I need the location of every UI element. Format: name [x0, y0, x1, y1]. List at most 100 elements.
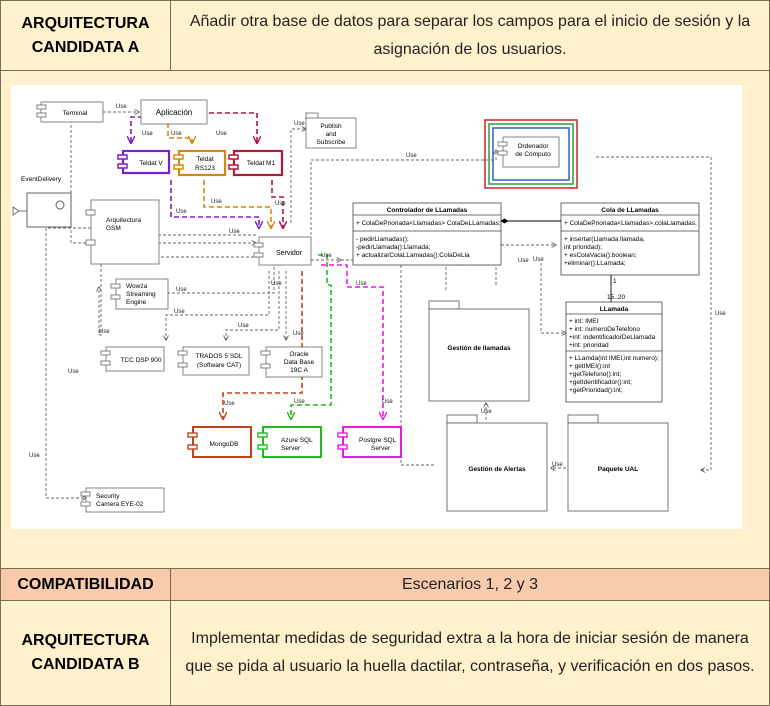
- comp-tcc: TCC DSP 900: [100, 346, 165, 372]
- label-teldat-v: Teldat V: [139, 160, 163, 167]
- row-candidate-a: ARQUITECTURA CANDIDATA A Añadir otra bas…: [1, 1, 769, 71]
- row-compatibility: COMPATIBILIDAD Escenarios 1, 2 y 3: [1, 569, 769, 601]
- label-teldat-m1: Teldat M1: [247, 160, 276, 167]
- svg-text:+ ColaDePrioriada<Llamadas>.co: + ColaDePrioriada<Llamadas>.colaLlamadas…: [564, 220, 697, 227]
- comp-event-delivery: EventDelivery: [12, 176, 72, 228]
- comp-oracle: Oracle Data Base 19C A: [260, 346, 323, 378]
- class-llamada: LLamada + int: IMEI + int: numeroDeTelef…: [565, 301, 663, 403]
- svg-text:de Cómputo: de Cómputo: [515, 151, 551, 158]
- svg-text:Publish: Publish: [320, 123, 342, 130]
- svg-text:Oracle: Oracle: [289, 351, 309, 358]
- svg-text:Use: Use: [224, 401, 235, 407]
- svg-text:+ ColaDePrioriada<Llamadas> Co: + ColaDePrioriada<Llamadas> ColaDeLLamad…: [356, 220, 501, 227]
- row-candidate-b: ARQUITECTURA CANDIDATA B Implementar med…: [1, 601, 769, 705]
- svg-text:Arquitectura: Arquitectura: [106, 217, 141, 224]
- comp-security: Security Camera EYE-02: [80, 487, 165, 513]
- svg-text:Use: Use: [481, 409, 492, 415]
- class-cola-name: Cola de LLamadas: [601, 207, 659, 214]
- label-event-delivery: EventDelivery: [21, 176, 62, 183]
- comp-arq-gsm: Arquitectura GSM: [85, 199, 160, 265]
- svg-text:Use: Use: [68, 369, 79, 375]
- svg-text:Use: Use: [271, 281, 282, 287]
- class-controlador-name: Controlador de LLamadas: [387, 207, 468, 214]
- svg-text:Postgre SQL: Postgre SQL: [359, 437, 397, 444]
- svg-text:Use: Use: [176, 287, 187, 293]
- svg-text:Streaming: Streaming: [126, 291, 156, 298]
- svg-text:Use: Use: [294, 399, 305, 405]
- svg-text:+ actualizarColaLLamadas():Col: + actualizarColaLLamadas():ColaDeLla: [356, 252, 470, 259]
- svg-text:+ int: IMEI: + int: IMEI: [569, 318, 599, 325]
- class-controlador: Controlador de LLamadas + ColaDePrioriad…: [352, 202, 502, 266]
- comp-azure: Azure SQL Server: [257, 426, 322, 458]
- label-tcc: TCC DSP 900: [120, 357, 161, 364]
- svg-text:Use: Use: [142, 131, 153, 137]
- svg-text:- pedirLlamadas();: - pedirLlamadas();: [356, 236, 409, 243]
- candidate-b-label: ARQUITECTURA CANDIDATA B: [1, 601, 171, 705]
- svg-text:Use: Use: [229, 229, 240, 235]
- svg-text:Use: Use: [406, 153, 417, 159]
- svg-text:Use: Use: [216, 131, 227, 137]
- svg-text:Data Base: Data Base: [284, 359, 315, 366]
- svg-text:Use: Use: [552, 462, 563, 468]
- svg-text:Use: Use: [211, 199, 222, 205]
- architecture-diagram: Terminal Aplicación Teldat V: [11, 85, 742, 529]
- label-paquete-ual: Paquete UAL: [598, 466, 638, 473]
- comp-ordenador: Ordenador de Cómputo: [484, 119, 578, 189]
- pkg-paquete-ual: Paquete UAL: [567, 414, 669, 512]
- candidate-a-label: ARQUITECTURA CANDIDATA A: [1, 1, 171, 70]
- svg-text:Wowza: Wowza: [126, 283, 148, 290]
- comp-postgre: Postgre SQL Server: [337, 426, 402, 458]
- svg-text:Security: Security: [96, 493, 120, 500]
- comp-trados: TRADOS 5 SDL (Software CAT): [177, 346, 250, 376]
- svg-text:and: and: [326, 131, 337, 138]
- svg-text:19C A: 19C A: [290, 367, 308, 374]
- svg-text:+ insertar(Llamada llamada,: + insertar(Llamada llamada,: [564, 236, 645, 243]
- label-gestion-alertas: Gestión de Alertas: [468, 466, 526, 473]
- mult-one: 1: [613, 278, 617, 285]
- svg-text:-pedirLlamada():Llamada;: -pedirLlamada():Llamada;: [356, 244, 431, 251]
- svg-text:Server: Server: [371, 445, 391, 452]
- class-relations: 1 15..20: [500, 218, 625, 302]
- mult-many: 15..20: [607, 294, 625, 301]
- svg-text:+ esColaVacia():boolean;: + esColaVacia():boolean;: [564, 252, 637, 259]
- svg-text:Subscribe: Subscribe: [317, 139, 346, 146]
- svg-text:int prioridad);: int prioridad);: [564, 244, 602, 251]
- svg-text:Server: Server: [281, 445, 301, 452]
- svg-text:+ int: numeroDeTelefono: + int: numeroDeTelefono: [569, 326, 640, 333]
- svg-text:Use: Use: [174, 309, 185, 315]
- svg-text:Ordenador: Ordenador: [517, 143, 549, 150]
- svg-text:Use: Use: [294, 121, 305, 127]
- svg-text:+getTelefono():int;: +getTelefono():int;: [569, 371, 621, 378]
- comp-terminal: Terminal: [36, 101, 104, 123]
- svg-text:Use: Use: [99, 329, 110, 335]
- svg-text:+getPrioridad():int;: +getPrioridad():int;: [569, 387, 623, 394]
- svg-text:Use: Use: [176, 209, 187, 215]
- svg-text:RS123: RS123: [195, 165, 215, 172]
- comp-publish: Publish and Subscribe: [305, 112, 357, 149]
- svg-text:Use: Use: [533, 257, 544, 263]
- svg-text:+int: indentificadorDeLlamada: +int: indentificadorDeLlamada: [569, 334, 656, 341]
- svg-text:(Software CAT): (Software CAT): [197, 362, 241, 369]
- svg-text:Azure SQL: Azure SQL: [281, 437, 313, 444]
- label-aplicacion: Aplicación: [156, 108, 192, 117]
- comp-teldat-v: Teldat V: [117, 149, 171, 175]
- colored-connectors: [131, 112, 383, 419]
- svg-text:Use: Use: [29, 453, 40, 459]
- comp-mongodb: MongoDB: [187, 426, 252, 458]
- label-gestion-llamadas: Gestión de llamadas: [447, 345, 511, 352]
- class-cola: Cola de LLamadas + ColaDePrioriada<Llama…: [560, 202, 700, 276]
- label-mongodb: MongoDB: [210, 441, 239, 448]
- label-servidor: Servidor: [276, 250, 303, 257]
- svg-text:Use: Use: [321, 253, 332, 259]
- svg-text:Camera EYE-02: Camera EYE-02: [96, 501, 144, 508]
- svg-text:+int: prioridad: +int: prioridad: [569, 342, 609, 349]
- comp-teldat-rs: Teldat RS123: [173, 149, 227, 177]
- svg-text:Use: Use: [171, 131, 182, 137]
- pkg-gestion-llamadas: Gestión de llamadas: [428, 300, 530, 402]
- svg-text:Use: Use: [293, 331, 304, 337]
- svg-text:Use: Use: [238, 323, 249, 329]
- svg-text:+eliminar():LLamada;: +eliminar():LLamada;: [564, 260, 626, 267]
- svg-text:Use: Use: [356, 281, 367, 287]
- compatibility-text: Escenarios 1, 2 y 3: [401, 575, 539, 593]
